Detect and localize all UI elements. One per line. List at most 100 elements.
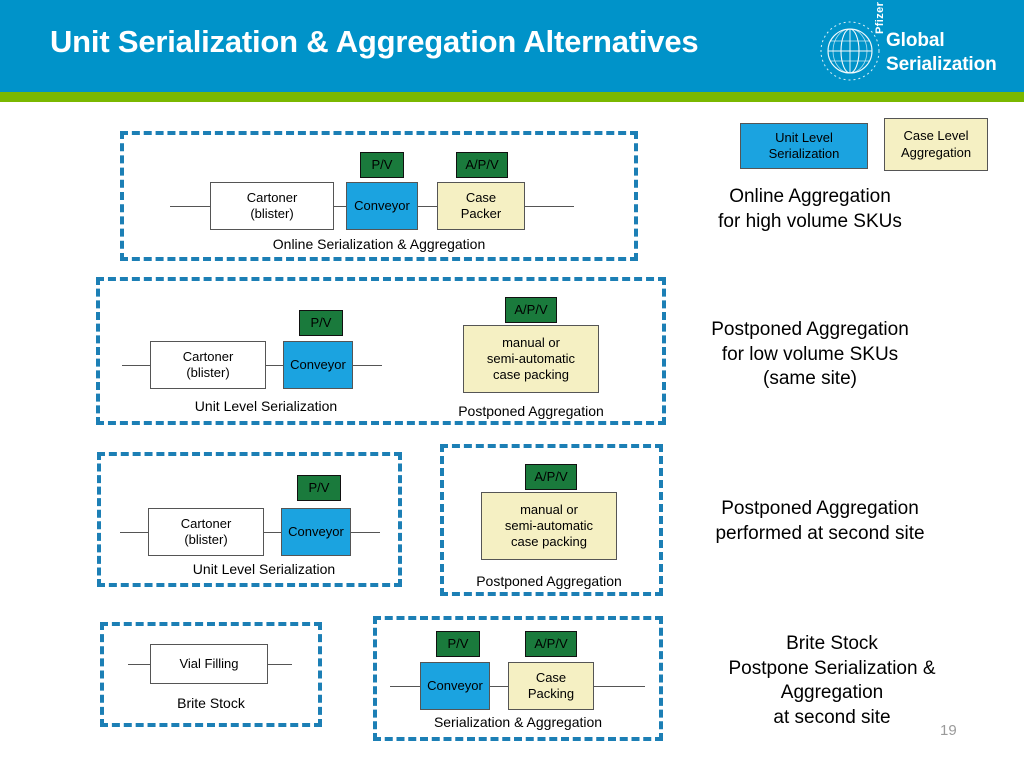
- tag-pv-r3: P/V: [297, 475, 341, 501]
- group-box-unit-level-serialization-r3: [97, 452, 402, 587]
- caption-postponed-aggregation-r3: Postponed Aggregation: [476, 573, 622, 589]
- wire-r2-cartoner-conveyor: [266, 365, 283, 366]
- page-title: Unit Serialization & Aggregation Alterna…: [50, 24, 699, 59]
- description-line1: Postponed Aggregation: [721, 498, 919, 519]
- node-label-line1: Case: [465, 190, 497, 206]
- node-label-line2: (blister): [184, 532, 228, 547]
- tag-label: A/P/V: [534, 469, 568, 485]
- node-case-packer-r1: Case Packer: [437, 182, 525, 230]
- node-vial-filling: Vial Filling: [150, 644, 268, 684]
- page-number: 19: [940, 722, 957, 739]
- legend-case-level-aggregation: Case Level Aggregation: [884, 118, 988, 171]
- header-accent-rule: [0, 92, 1024, 102]
- legend-unit-level-serialization: Unit Level Serialization: [740, 123, 868, 169]
- description-line3: (same site): [763, 368, 857, 390]
- wire-r1-in: [170, 206, 210, 207]
- node-label-line1: manual or: [520, 502, 578, 518]
- group-box-postponed-same-site: [96, 277, 666, 425]
- node-label: Conveyor: [354, 198, 410, 214]
- wire-r4-vial-in: [128, 664, 150, 665]
- node-cartoner-blister-r1: Cartoner (blister): [210, 182, 334, 230]
- logo-line-serialization: Serialization: [886, 54, 997, 75]
- description-line3: Aggregation: [780, 682, 884, 704]
- description-line1: Brite Stock: [786, 633, 878, 654]
- node-cartoner-blister-r2: Cartoner (blister): [150, 341, 266, 389]
- legend-case-line1: Case Level: [903, 128, 969, 144]
- description-line1: Postponed Aggregation: [711, 319, 909, 340]
- tag-label: P/V: [308, 480, 330, 496]
- caption-online-serialization-aggregation: Online Serialization & Aggregation: [272, 236, 486, 252]
- node-label-line3: case packing: [493, 366, 569, 382]
- wire-r1-cartoner-conveyor: [334, 206, 346, 207]
- tag-label: A/P/V: [465, 157, 499, 173]
- tag-apv-r1: A/P/V: [456, 152, 508, 178]
- node-conveyor-r2: Conveyor: [283, 341, 353, 389]
- legend-case-line2: Aggregation: [900, 144, 972, 160]
- node-label: Vial Filling: [179, 656, 239, 672]
- node-label-line1: Case: [535, 670, 567, 686]
- globe-icon: [820, 21, 880, 81]
- description-line2: Postpone Serialization &: [728, 657, 936, 679]
- header-bar: [0, 0, 1024, 92]
- description-line2: for low volume SKUs: [721, 343, 899, 365]
- node-label: Conveyor: [288, 524, 344, 540]
- node-case-packing-r4: Case Packing: [508, 662, 594, 710]
- tag-pv-r4: P/V: [436, 631, 480, 657]
- tag-label: P/V: [310, 315, 332, 331]
- wire-r4-in: [390, 686, 420, 687]
- description-postponed-second-site: Postponed Aggregation performed at secon…: [660, 497, 980, 546]
- wire-r3-in: [120, 532, 148, 533]
- description-brite-stock: Brite Stock Postpone Serialization & Agg…: [672, 632, 992, 731]
- wire-r4-conveyor-casepacking: [490, 686, 508, 687]
- group-box-postponed-aggregation-r3: [440, 444, 663, 596]
- node-label: Conveyor: [427, 678, 483, 694]
- logo-brand-text: Pfizer: [874, 1, 886, 34]
- tag-label: A/P/V: [534, 636, 568, 652]
- description-line1: Online Aggregation: [729, 186, 891, 207]
- wire-r2-out: [353, 365, 382, 366]
- wire-r1-conveyor-casepacker: [418, 206, 437, 207]
- description-postponed-same-site: Postponed Aggregation for low volume SKU…: [650, 318, 970, 392]
- node-manual-case-packing-r2: manual or semi-automatic case packing: [463, 325, 599, 393]
- legend-unit-line2: Serialization: [768, 146, 840, 161]
- wire-r4-vial-out: [268, 664, 292, 665]
- caption-brite-stock: Brite Stock: [177, 695, 245, 711]
- description-online-aggregation: Online Aggregation for high volume SKUs: [650, 185, 970, 234]
- tag-label: A/P/V: [514, 302, 548, 318]
- tag-apv-r3: A/P/V: [525, 464, 577, 490]
- node-cartoner-blister-r3: Cartoner (blister): [148, 508, 264, 556]
- wire-r1-out: [525, 206, 574, 207]
- node-conveyor-r1: Conveyor: [346, 182, 418, 230]
- node-label-line2: semi-automatic: [504, 518, 594, 534]
- node-label-line1: Cartoner: [180, 516, 232, 532]
- description-line2: performed at second site: [715, 522, 925, 544]
- tag-label: P/V: [447, 636, 469, 652]
- node-label-line2: (blister): [250, 206, 294, 221]
- node-label-line2: semi-automatic: [486, 351, 576, 367]
- description-line4: at second site: [773, 707, 891, 729]
- group-box-online-serialization-aggregation: [120, 131, 638, 261]
- legend-unit-line1: Unit Level: [775, 129, 833, 145]
- tag-label: P/V: [371, 157, 393, 173]
- node-conveyor-r3: Conveyor: [281, 508, 351, 556]
- node-label-line1: Cartoner: [246, 190, 298, 206]
- wire-r4-out: [594, 686, 645, 687]
- caption-unit-level-serialization-r2: Unit Level Serialization: [194, 398, 338, 414]
- caption-serialization-aggregation-r4: Serialization & Aggregation: [433, 714, 603, 730]
- caption-postponed-aggregation-r2: Postponed Aggregation: [458, 403, 604, 419]
- tag-pv-r1: P/V: [360, 152, 404, 178]
- node-label-line1: Cartoner: [182, 349, 234, 365]
- description-line2: for high volume SKUs: [718, 210, 902, 232]
- node-label-line1: manual or: [502, 335, 560, 351]
- wire-r2-in: [122, 365, 150, 366]
- caption-unit-level-serialization-r3: Unit Level Serialization: [192, 561, 336, 577]
- node-label: Conveyor: [290, 357, 346, 373]
- tag-apv-r2: A/P/V: [505, 297, 557, 323]
- node-manual-case-packing-r3: manual or semi-automatic case packing: [481, 492, 617, 560]
- node-label-line2: Packer: [460, 206, 502, 221]
- group-box-brite-stock: [100, 622, 322, 727]
- logo-line-global: Global: [886, 30, 945, 51]
- wire-r3-cartoner-conveyor: [264, 532, 281, 533]
- node-label-line2: (blister): [186, 365, 230, 380]
- node-label-line3: case packing: [511, 533, 587, 549]
